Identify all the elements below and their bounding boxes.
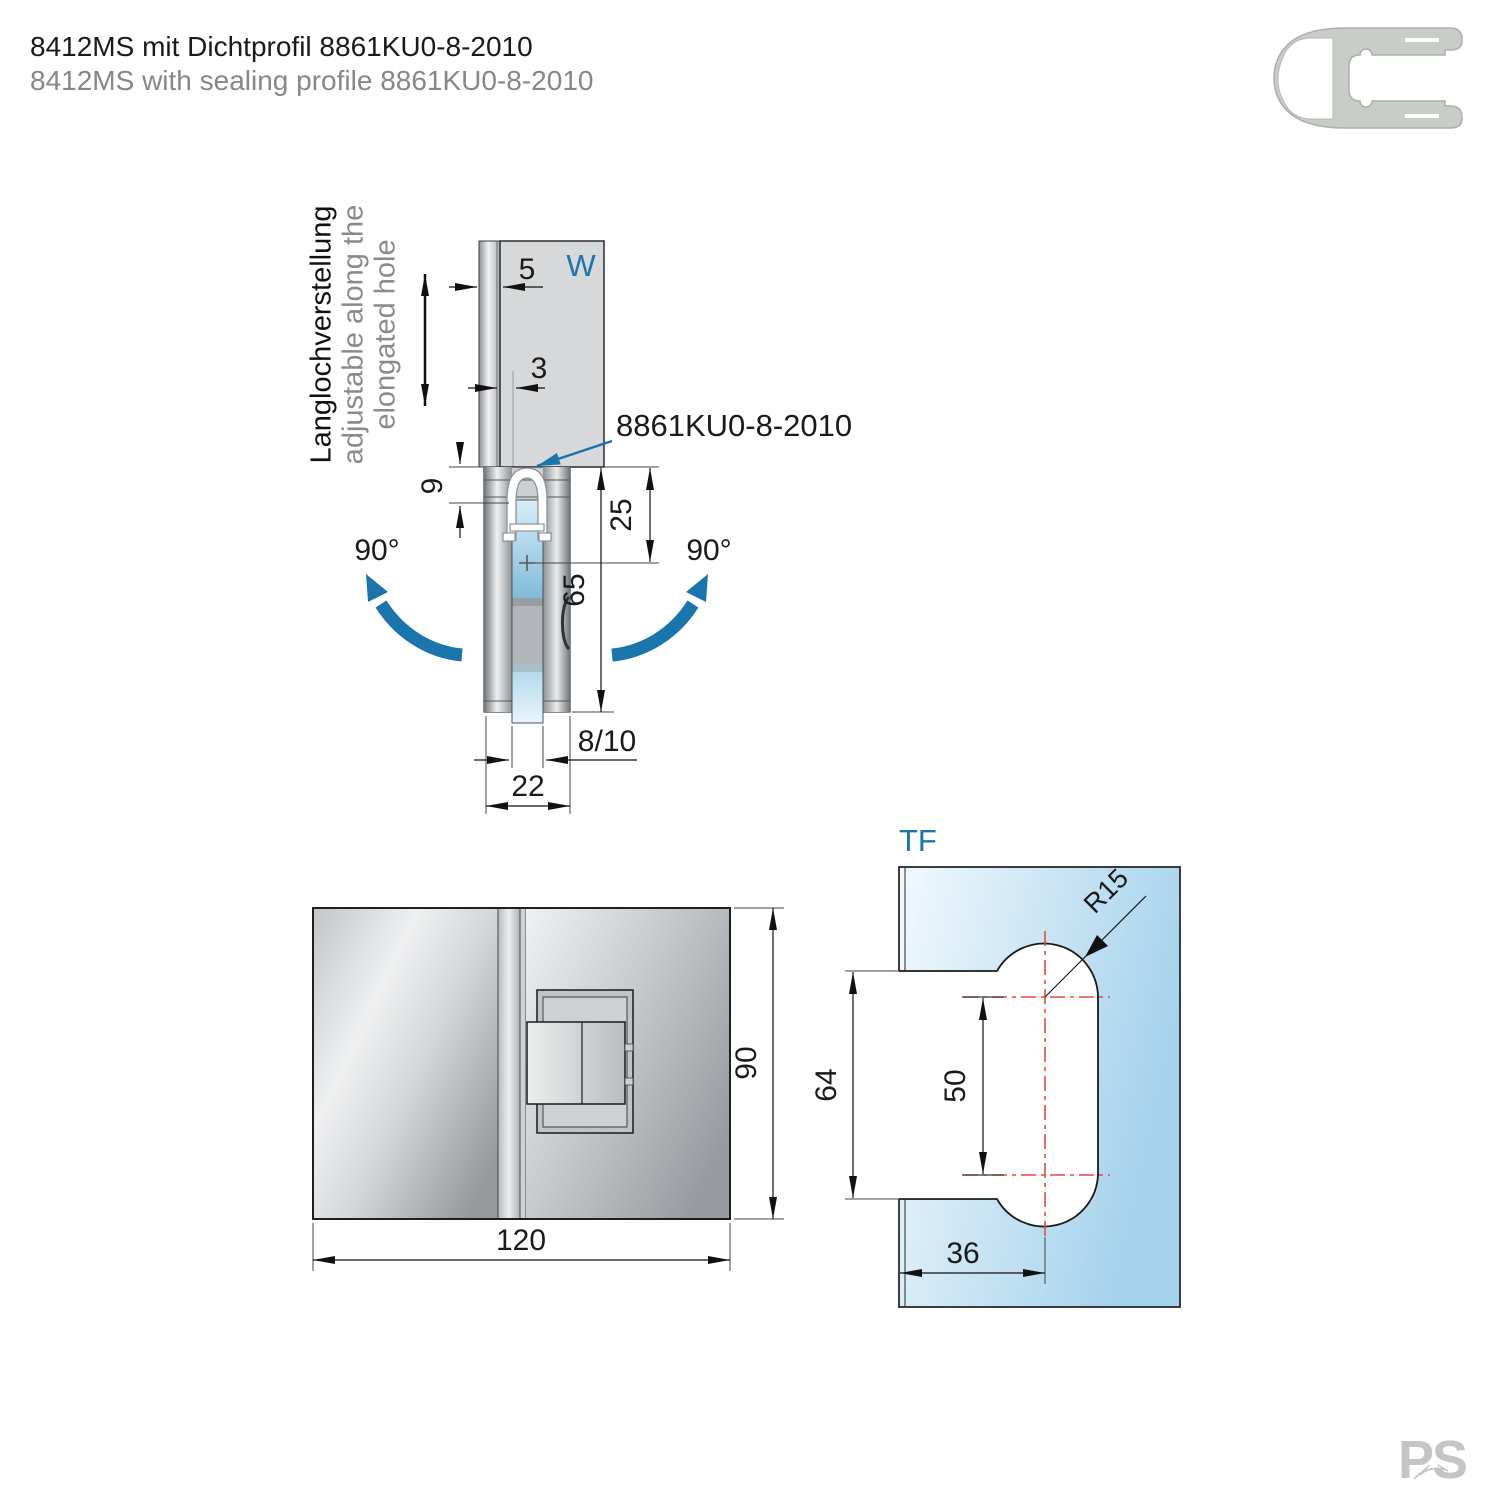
wall-mount-plate (499, 240, 605, 468)
wall-label: W (566, 248, 596, 283)
dim-center-distance: 50 (939, 1069, 972, 1102)
dim-cutout-depth: 36 (946, 1237, 979, 1270)
sealing-profile-icon (1273, 27, 1463, 129)
dim-body-width: 22 (511, 770, 544, 803)
seal-callout-label: 8861KU0-8-2010 (616, 408, 852, 443)
profile-groove-bottom (1405, 114, 1439, 118)
front-center-strip (498, 908, 520, 1219)
dim-body-height: 65 (558, 573, 591, 606)
elongated-hole (560, 595, 571, 651)
title-english: 8412MS with sealing profile 8861KU0-8-20… (30, 65, 594, 96)
glass-panel-side (511, 499, 544, 724)
swing-angle-left-label: 90° (354, 534, 399, 567)
dim-glass-thickness: 8/10 (578, 725, 636, 758)
dim-seal-height: 9 (416, 478, 449, 495)
dim-top-to-pivot: 25 (605, 498, 638, 531)
swing-angle-right-label: 90° (686, 534, 731, 567)
door-label: TF (899, 823, 937, 858)
front-left-panel (313, 908, 498, 1219)
pivot-center-mark (519, 555, 535, 571)
title-german: 8412MS mit Dichtprofil 8861KU0-8-2010 (30, 31, 533, 62)
title-block: 8412MS mit Dichtprofil 8861KU0-8-2010 84… (30, 30, 593, 98)
seal-callout-leader (536, 439, 613, 468)
side-view: W 5 3 (354, 240, 852, 814)
swing-arrow-left (375, 600, 463, 662)
dim-wall-plate-thickness: 5 (519, 253, 536, 286)
front-view: 90 120 (312, 907, 784, 1271)
dim-front-height: 90 (730, 1046, 763, 1079)
dim-front-width: 120 (496, 1224, 546, 1257)
ps-logo: PS (1398, 1430, 1468, 1490)
profile-groove-top (1405, 38, 1439, 42)
centerlines (963, 931, 1110, 1236)
dim-seal-gap: 3 (531, 352, 548, 385)
swing-arrow-right (611, 600, 699, 662)
sealing-profile-installed (502, 467, 552, 542)
glass-cutout-view: TF R15 64 50 (810, 823, 1181, 1308)
glass-cutout (897, 943, 1098, 1227)
front-clamp-block (526, 1021, 626, 1105)
dim-cutout-height: 64 (810, 1068, 843, 1101)
